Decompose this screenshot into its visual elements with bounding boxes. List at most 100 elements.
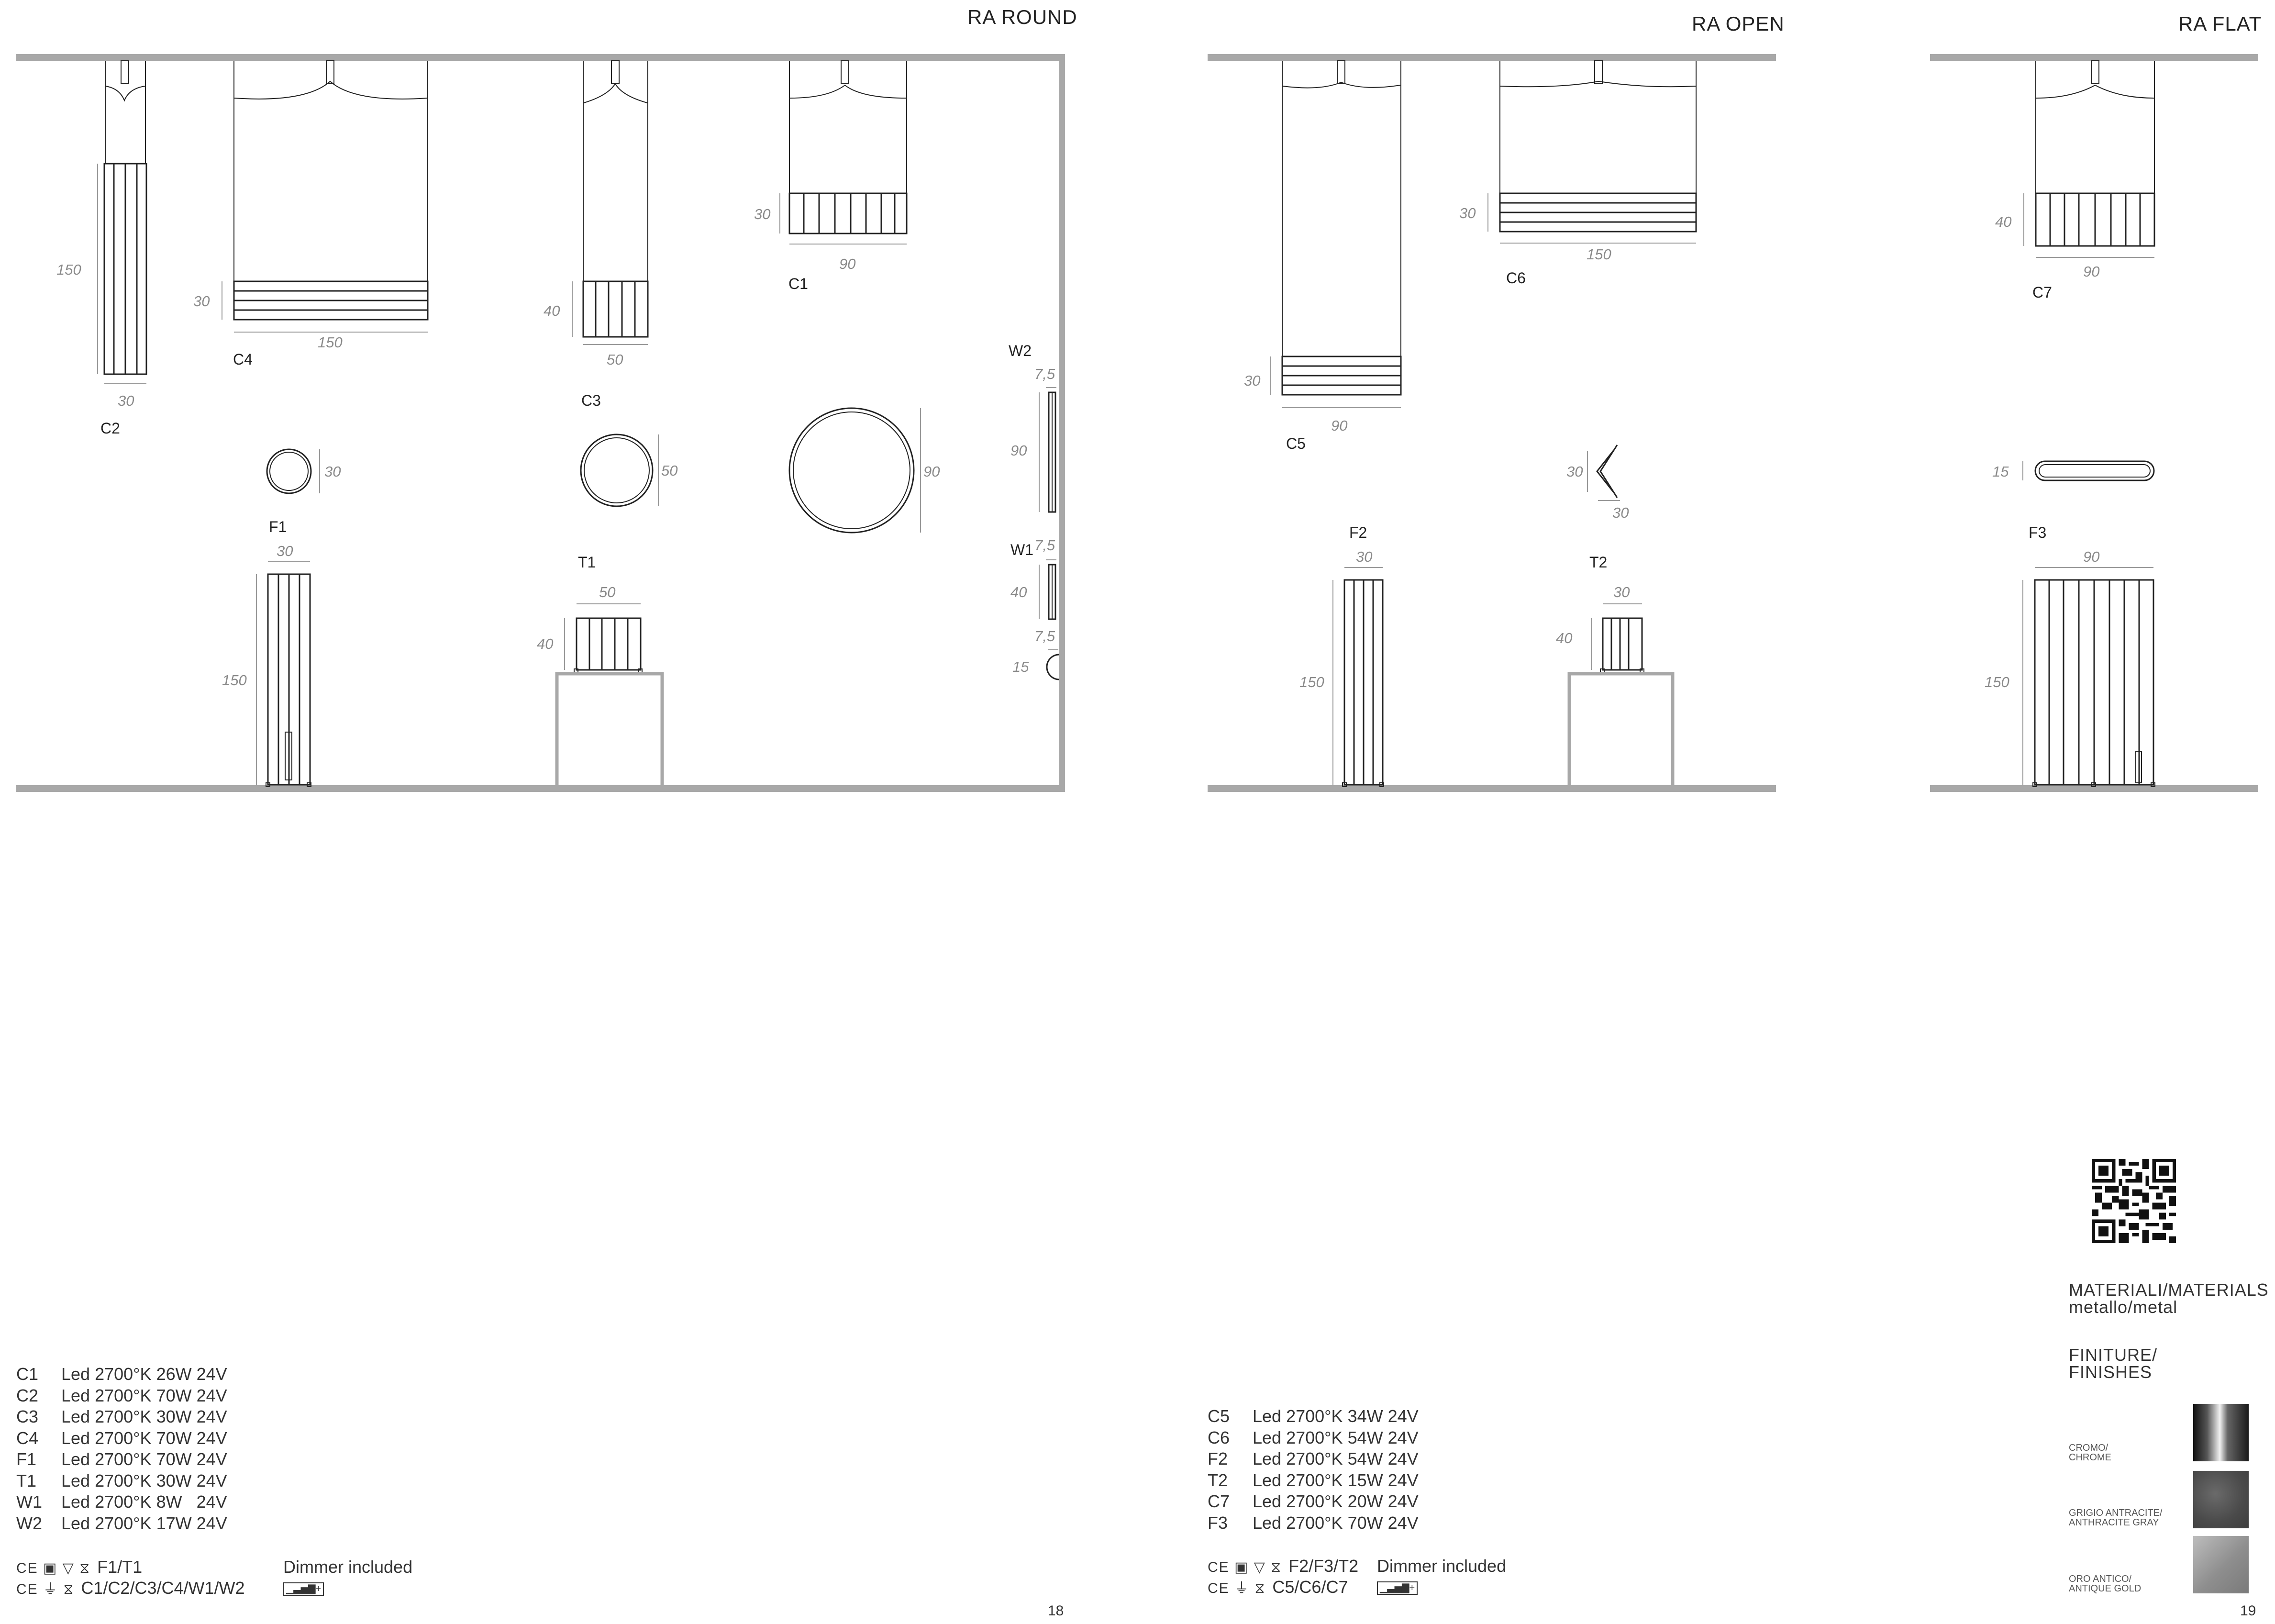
certification-icons: CE ⏚ ⧖	[1208, 1580, 1266, 1596]
dim-c2-width: 30	[118, 392, 134, 409]
cert-models: F2/F3/T2	[1288, 1556, 1359, 1576]
dim-c7-height: 40	[1995, 213, 2011, 230]
lamp-c3	[572, 60, 649, 345]
lamp-w1	[1039, 559, 1060, 680]
label-c4: C4	[233, 351, 253, 368]
swatch-anthracite	[2193, 1471, 2249, 1528]
finishes-block: FINITURE/ FINISHES	[2069, 1346, 2157, 1381]
spec-code: T1	[16, 1470, 37, 1491]
dim-t2-height: 40	[1556, 630, 1572, 646]
spec-text: Led 2700°K 8W 24V	[61, 1492, 227, 1512]
dim-c1-width: 90	[839, 256, 855, 272]
lamp-c1	[779, 60, 908, 245]
plan-flat	[2022, 460, 2155, 481]
spec-code: F1	[16, 1449, 37, 1469]
cert-line-left-1: CE ▣ ▽ ⧖F1/T1	[16, 1557, 142, 1577]
label-c2: C2	[100, 420, 120, 437]
lamp-c6	[1487, 60, 1697, 244]
spec-text: Led 2700°K 70W 24V	[61, 1449, 227, 1469]
finish-label-line2: CHROME	[2069, 1452, 2111, 1463]
dimmer-text: Dimmer included	[283, 1557, 413, 1577]
finish-label-line2: ANTHRACITE GRAY	[2069, 1517, 2159, 1528]
dimmer-text: Dimmer included	[1377, 1556, 1507, 1576]
dim-c1-diameter: 90	[923, 463, 940, 480]
plan-t1	[580, 434, 659, 507]
spec-text: Led 2700°K 30W 24V	[61, 1470, 227, 1491]
dimmer-icon: ▁▃▅▇+	[283, 1582, 324, 1596]
label-c1: C1	[788, 275, 808, 292]
label-f1: F1	[269, 518, 287, 535]
cert-models: C5/C6/C7	[1272, 1577, 1348, 1597]
dim-f3-height: 150	[1985, 674, 2009, 690]
spec-code: C1	[16, 1364, 39, 1384]
page-number-left: 18	[1048, 1603, 1064, 1619]
label-c7: C7	[2032, 284, 2052, 301]
dim-c6-height: 30	[1459, 205, 1476, 222]
spec-code: W2	[16, 1513, 42, 1533]
cert-models: C1/C2/C3/C4/W1/W2	[81, 1578, 245, 1598]
label-c3: C3	[581, 392, 601, 409]
spec-code: W1	[16, 1492, 42, 1512]
finish-label-line2: ANTIQUE GOLD	[2069, 1583, 2142, 1594]
materials-block: MATERIALI/MATERIALS metallo/metal	[2069, 1281, 2269, 1316]
dim-open-height: 30	[1566, 463, 1583, 480]
plan-open	[1587, 445, 1620, 501]
dim-w1-plan-depth: 7,5	[1034, 628, 1055, 645]
dim-open-width: 30	[1612, 504, 1629, 521]
dim-w2-height: 90	[1010, 442, 1027, 459]
frame-ra-open	[1208, 54, 1776, 792]
spec-text: Led 2700°K 15W 24V	[1253, 1470, 1419, 1490]
dim-c7-width: 90	[2083, 263, 2099, 280]
dim-c2-height: 150	[56, 261, 81, 278]
spec-text: Led 2700°K 20W 24V	[1253, 1491, 1419, 1511]
dim-t1-height: 40	[537, 635, 553, 652]
spec-row: T2 Led 2700°K 15W 24V	[1208, 1470, 1419, 1491]
label-w1: W1	[1010, 541, 1033, 558]
plan-f1	[266, 448, 320, 494]
dim-f2-height: 150	[1299, 674, 1324, 690]
dim-t2-width: 30	[1613, 584, 1630, 601]
dim-w1-depth: 7,5	[1034, 537, 1055, 554]
dim-f1-diameter: 30	[324, 463, 341, 480]
spec-text: Led 2700°K 70W 24V	[1253, 1513, 1419, 1533]
dim-f2-width: 30	[1356, 548, 1372, 565]
spec-text: Led 2700°K 30W 24V	[61, 1407, 227, 1426]
lamp-t2	[1567, 603, 1675, 789]
spec-code: T2	[1208, 1470, 1228, 1490]
dim-w2-depth: 7,5	[1034, 366, 1055, 382]
spec-row: F3 Led 2700°K 70W 24V	[1208, 1513, 1419, 1534]
label-t1: T1	[578, 554, 596, 571]
dim-c3-height: 40	[544, 302, 560, 319]
dimmer-note-right: Dimmer included ▁▃▅▇+	[1377, 1556, 1506, 1597]
materials-title: MATERIALI/MATERIALS	[2069, 1280, 2269, 1300]
certification-icons: CE ▣ ▽ ⧖	[16, 1560, 91, 1576]
spec-row: T1 Led 2700°K 30W 24V	[16, 1470, 227, 1492]
finish-label-antique-gold: ORO ANTICO/ ANTIQUE GOLD	[2069, 1574, 2141, 1593]
finish-label-line1: ORO ANTICO/	[2069, 1574, 2132, 1584]
dim-c4-width: 150	[318, 334, 343, 351]
dim-f3-width: 90	[2083, 548, 2099, 565]
label-f2: F2	[1349, 524, 1367, 541]
label-c5: C5	[1286, 435, 1306, 452]
finish-label-anthracite: GRIGIO ANTRACITE/ ANTHRACITE GRAY	[2069, 1508, 2163, 1527]
section-title-ra-open: RA OPEN	[1692, 12, 1785, 35]
cert-line-right-2: CE ⏚ ⧖ C5/C6/C7	[1208, 1576, 1348, 1597]
lamp-c2	[97, 60, 147, 384]
lamp-c4	[222, 60, 429, 333]
spec-code: F3	[1208, 1513, 1228, 1533]
dim-t1-diameter: 50	[661, 462, 677, 479]
lamp-c5	[1270, 60, 1402, 408]
dim-t1-width: 50	[599, 584, 615, 601]
section-title-ra-flat: RA FLAT	[2178, 12, 2262, 35]
spec-code: C7	[1208, 1491, 1230, 1511]
lamp-f1	[256, 561, 311, 787]
dim-f1-height: 150	[222, 672, 247, 689]
spec-row: W1 Led 2700°K 8W 24V	[16, 1491, 227, 1513]
dimmer-note-left: Dimmer included ▁▃▅▇+	[283, 1557, 412, 1598]
dimmer-icon: ▁▃▅▇+	[1377, 1581, 1418, 1595]
